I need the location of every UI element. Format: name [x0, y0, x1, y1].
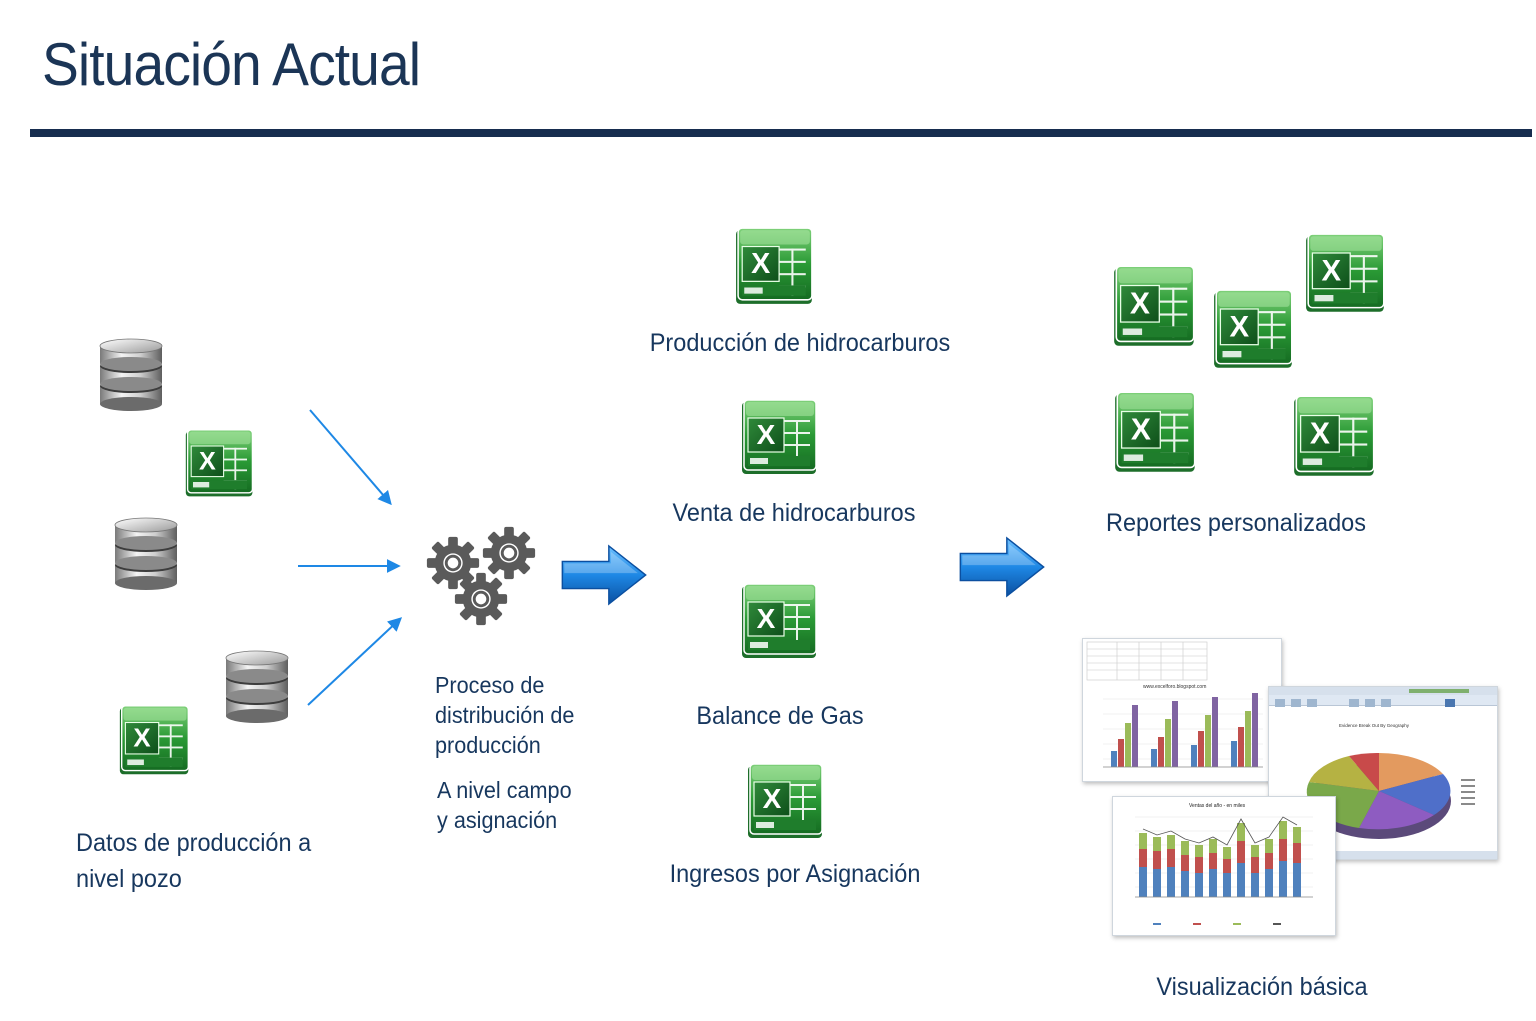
svg-text:www.excelforo.blogspot.com: www.excelforo.blogspot.com [1143, 684, 1206, 690]
process-label-line1: Proceso de [435, 672, 545, 698]
sources-label-line2: nivel pozo [76, 865, 182, 893]
visualization-label: Visualización básica [1156, 973, 1368, 1001]
sources-label-line1: Datos de producción a [76, 829, 312, 857]
reports-label: Reportes personalizados [1106, 509, 1366, 537]
excel-icon [746, 762, 826, 842]
output-label-revenue: Ingresos por Asignación [669, 860, 921, 888]
process-label-line2: distribución de [435, 702, 575, 728]
pie-chart-window-thumbnail: Evidence Break Out By Geography [1268, 686, 1498, 860]
spreadsheet-bar-chart-thumbnail: www.excelforo.blogspot.com [1082, 638, 1282, 782]
database-icon [224, 648, 290, 724]
input-arrows [298, 409, 403, 706]
title-divider [30, 129, 1532, 137]
output-label-gas-balance: Balance de Gas [696, 702, 864, 730]
stacked-bar-chart-thumbnail: Ventas del año - en miles [1112, 796, 1336, 936]
svg-text:Ventas del año - en miles: Ventas del año - en miles [1189, 803, 1246, 809]
process-sub-line2: y asignación [437, 807, 558, 833]
output-label-production: Producción de hidrocarburos [649, 329, 951, 357]
database-icon [98, 336, 164, 412]
excel-icon [1304, 232, 1384, 312]
excel-icon [1212, 288, 1292, 368]
flow-arrow-1 [560, 544, 648, 606]
flow-arrow-2 [958, 536, 1046, 598]
excel-icon [1112, 264, 1192, 344]
excel-icon [734, 226, 814, 306]
excel-icon [1292, 394, 1372, 474]
arrow-top [309, 409, 392, 506]
excel-icon [740, 582, 820, 662]
arrow-bottom [307, 617, 403, 706]
excel-icon [740, 398, 820, 478]
process-sub-line1: A nivel campo [437, 777, 572, 803]
output-label-sales: Venta de hidrocarburos [672, 499, 916, 527]
excel-icon [118, 704, 198, 784]
database-icon [113, 515, 179, 591]
excel-icon [184, 428, 264, 508]
gears-icon [424, 524, 548, 627]
excel-icon [1113, 390, 1193, 470]
process-label-line3: producción [435, 732, 541, 758]
svg-text:Evidence Break Out By Geograph: Evidence Break Out By Geography [1339, 723, 1410, 728]
page-title: Situación Actual [42, 31, 421, 98]
